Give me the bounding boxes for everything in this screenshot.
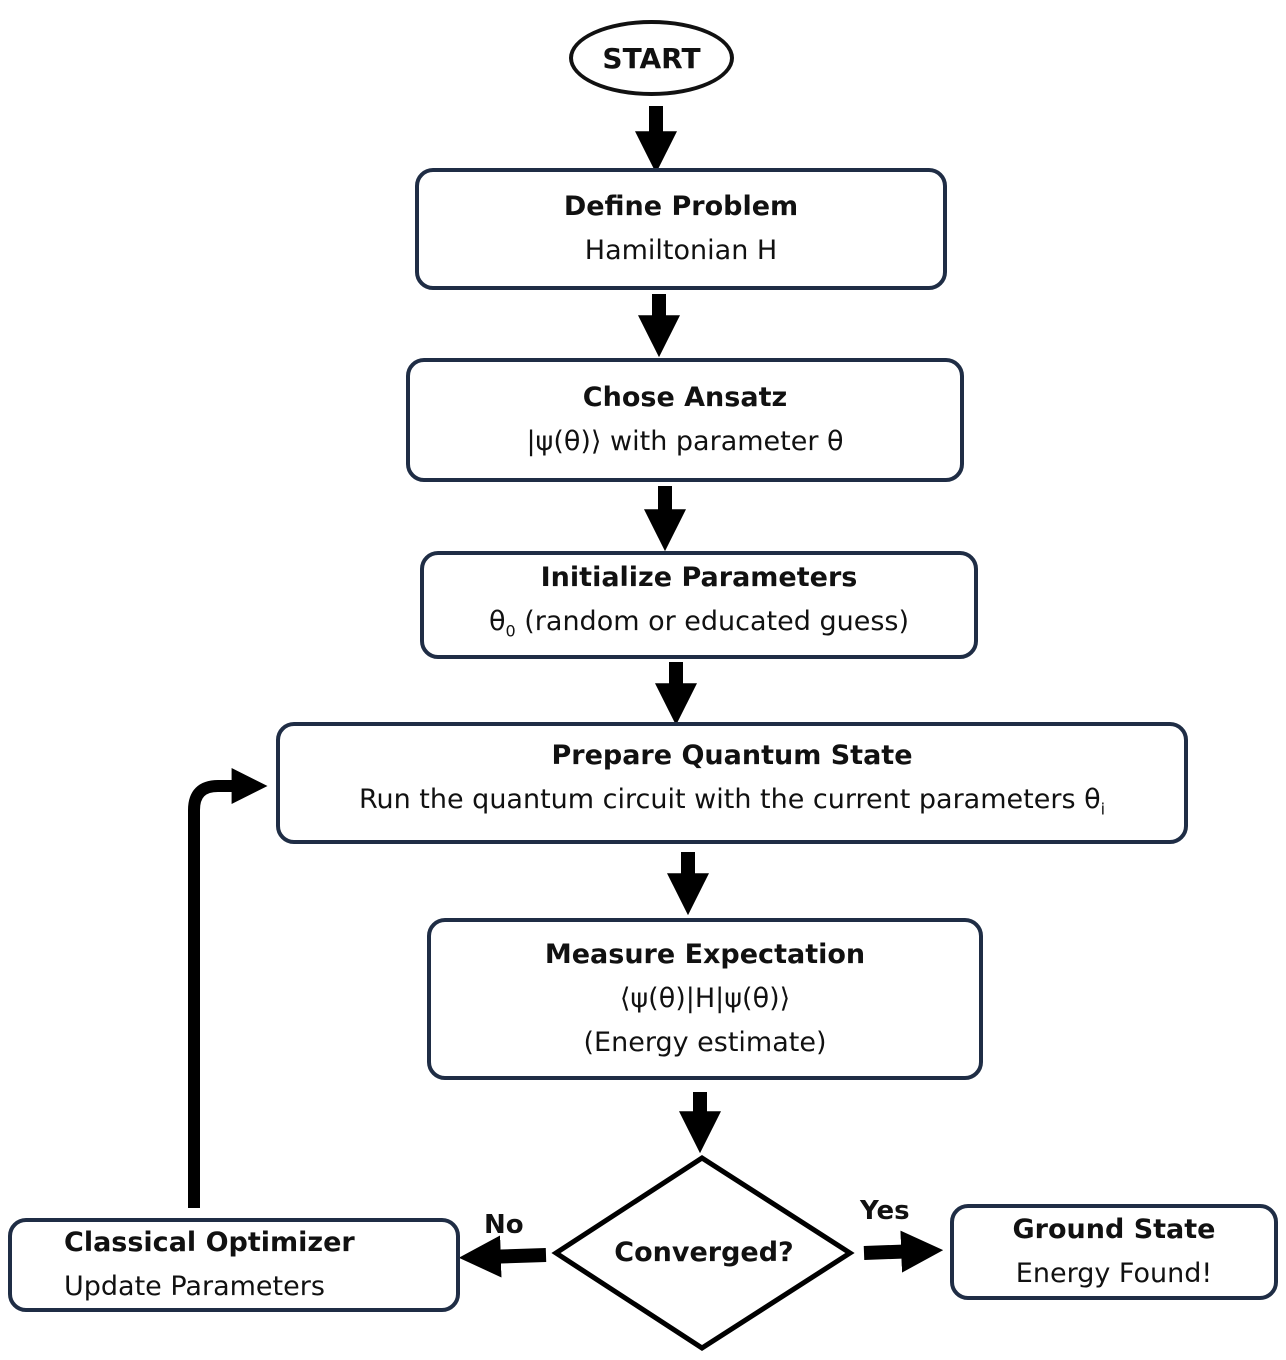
ground-state-subtitle: Energy Found! xyxy=(1015,1258,1213,1289)
define-problem-title: Define Problem xyxy=(563,191,799,222)
decision-label: Converged? xyxy=(614,1237,794,1268)
measure-title: Measure Expectation xyxy=(544,939,866,970)
arrow-yes-to-ground-state xyxy=(863,1230,944,1273)
arrow-no-to-optimizer xyxy=(458,1235,547,1278)
optimizer-subtitle: Update Parameters xyxy=(64,1271,325,1302)
arrow-loop-optimizer-to-prepare xyxy=(188,768,268,1208)
start-label: START xyxy=(602,41,701,75)
initialize-title: Initialize Parameters xyxy=(540,562,858,594)
chose-ansatz-subtitle: |ψ(θ)⟩ with parameter θ xyxy=(526,426,844,457)
initialize-subtitle-text: (random or educated guess) xyxy=(515,606,910,638)
node-initialize-parameters: Initialize Parameters θ0 (random or educ… xyxy=(420,551,978,659)
node-ground-state: Ground State Energy Found! xyxy=(950,1204,1278,1300)
node-define-problem: Define Problem Hamiltonian H xyxy=(415,168,947,290)
edge-label-no: No xyxy=(484,1210,524,1240)
node-chose-ansatz: Chose Ansatz |ψ(θ)⟩ with parameter θ xyxy=(406,358,964,482)
decision-diamond xyxy=(551,1155,855,1351)
start-terminal: START xyxy=(569,20,734,96)
prepare-subtitle: Run the quantum circuit with the current… xyxy=(359,778,1105,831)
edge-label-yes: Yes xyxy=(860,1196,910,1226)
measure-note: (Energy estimate) xyxy=(583,1027,827,1058)
node-measure-expectation: Measure Expectation ⟨ψ(θ)|H|ψ(θ)⟩ (Energ… xyxy=(427,918,983,1080)
optimizer-title: Classical Optimizer xyxy=(64,1227,355,1258)
measure-formula: ⟨ψ(θ)|H|ψ(θ)⟩ xyxy=(619,983,791,1014)
prepare-title: Prepare Quantum State xyxy=(551,740,913,772)
chose-ansatz-title: Chose Ansatz xyxy=(582,382,788,413)
ground-state-title: Ground State xyxy=(1012,1214,1216,1245)
node-classical-optimizer: Classical Optimizer Update Parameters xyxy=(8,1218,460,1312)
prepare-theta-index: i xyxy=(1100,799,1106,819)
theta-symbol: θ xyxy=(488,606,506,638)
node-prepare-quantum-state: Prepare Quantum State Run the quantum ci… xyxy=(276,722,1188,844)
theta-index: 0 xyxy=(505,621,516,641)
initialize-subtitle: θ0 (random or educated guess) xyxy=(489,600,909,653)
prepare-subtitle-text: Run the quantum circuit with the current… xyxy=(358,784,1101,816)
define-problem-subtitle: Hamiltonian H xyxy=(584,235,778,266)
